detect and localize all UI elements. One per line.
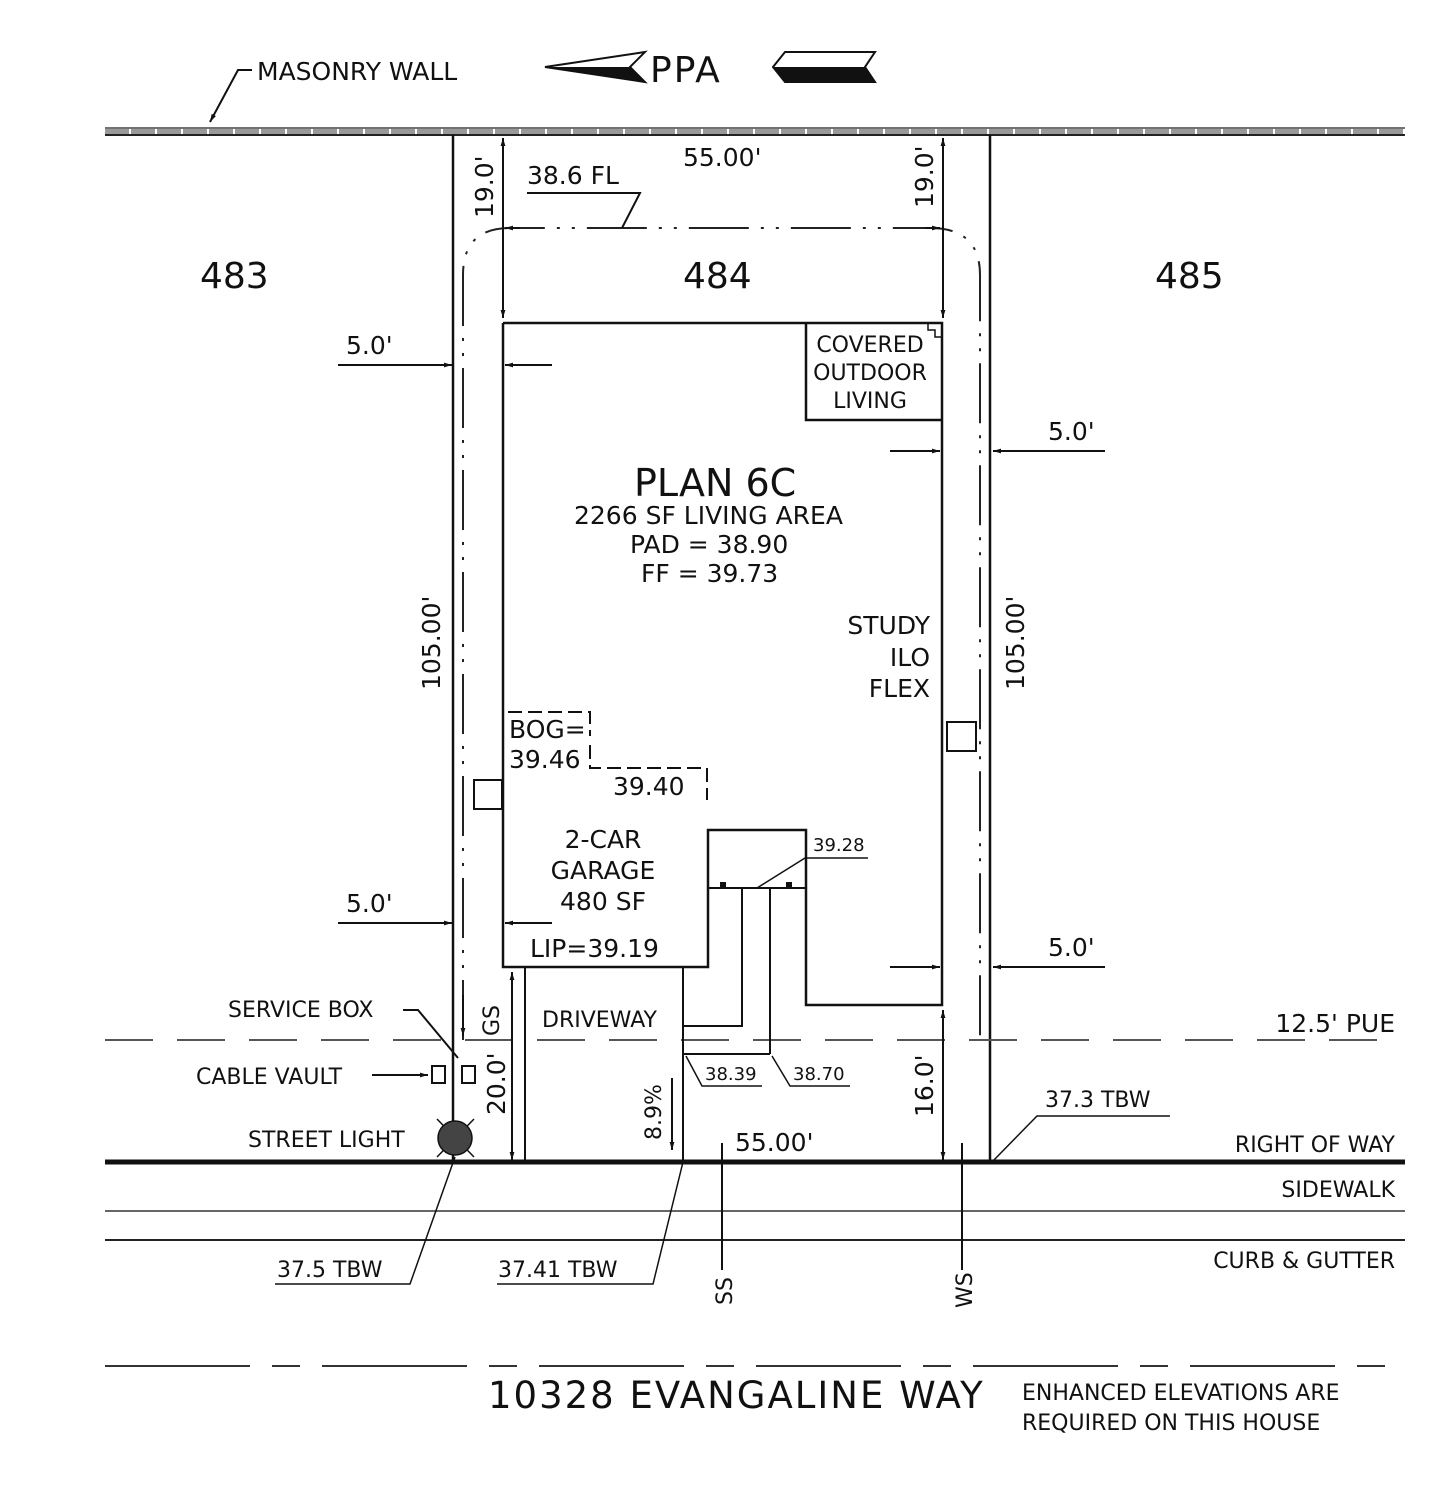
bog-label: BOG= — [509, 715, 586, 744]
lot-number-485: 485 — [1155, 256, 1224, 297]
street-address: 10328 EVANGALINE WAY — [488, 1374, 985, 1417]
lot-number-484: 484 — [683, 256, 752, 297]
study-label-1: STUDY — [847, 611, 930, 640]
depth-right-label: 105.00' — [1001, 596, 1030, 690]
study-label-2: ILO — [890, 643, 930, 672]
lip-elevation: LIP=39.19 — [530, 934, 659, 963]
rear-fl-callout: 38.6 FL — [527, 161, 642, 229]
porch-elevation-callout: 39.28 — [756, 835, 868, 889]
driveway-slope-label: 8.9% — [642, 1084, 667, 1140]
depth-left-label: 105.00' — [417, 596, 446, 690]
equipment-pad-left — [473, 779, 503, 810]
rear-setback-right-label: 19.0' — [910, 145, 939, 208]
garage-elevation-brackets — [508, 711, 708, 800]
tbw-right-callout: 37.3 TBW — [991, 1088, 1170, 1163]
rear-fl-label: 38.6 FL — [527, 161, 619, 190]
north-arrow-icon: PPA — [544, 50, 877, 91]
garage-label-3: 480 SF — [560, 887, 646, 916]
front-width-label: 55.00' — [735, 1128, 813, 1157]
lot-lines — [451, 135, 992, 1163]
sewer-service-label: SS — [713, 1277, 738, 1305]
water-service-label: WS — [953, 1272, 978, 1308]
drive-left-elevation: 38.39 — [705, 1064, 757, 1085]
masonry-wall — [105, 127, 1405, 136]
street-light-label: STREET LIGHT — [248, 1128, 405, 1153]
tbw-right-label: 37.3 TBW — [1045, 1088, 1151, 1113]
sewer-service: SS — [713, 1162, 738, 1305]
masonry-wall-label: MASONRY WALL — [257, 57, 457, 86]
masonry-wall-callout: MASONRY WALL — [209, 57, 457, 123]
drive-right-elevation-callout: 38.70 — [771, 1055, 850, 1087]
front-setback-dimension: 16.0' — [910, 1010, 946, 1160]
tbw-mid-label: 37.41 TBW — [498, 1258, 618, 1283]
gas-service: GS — [460, 995, 505, 1036]
cable-vault-label: CABLE VAULT — [196, 1065, 343, 1090]
lot-number-483: 483 — [200, 256, 269, 297]
sidewalk-label: SIDEWALK — [1281, 1178, 1395, 1203]
house-footprint — [501, 321, 944, 1007]
street-light-icon — [436, 1118, 475, 1158]
plan-name: PLAN 6C — [634, 461, 796, 505]
living-area: 2266 SF LIVING AREA — [574, 501, 843, 530]
service-box-label: SERVICE BOX — [228, 998, 373, 1023]
garage-label-1: 2-CAR — [565, 825, 642, 854]
side-setback-left-upper-label: 5.0' — [346, 331, 393, 360]
side-setback-left-upper: 5.0' — [338, 331, 552, 368]
front-setback-label: 16.0' — [910, 1054, 939, 1117]
garage-setback-label: 20.0' — [482, 1052, 511, 1115]
driveway-label: DRIVEWAY — [542, 1008, 658, 1033]
rear-setback-left: 19.0' — [470, 138, 506, 318]
rear-width-dimension: 55.00' — [505, 143, 940, 231]
building-envelope — [462, 227, 981, 1040]
driveway-slope: 8.9% — [642, 1078, 675, 1150]
covered-outdoor-label-3: LIVING — [833, 389, 907, 414]
pad-elevation: PAD = 38.90 — [630, 530, 788, 559]
tbw-mid-callout: 37.41 TBW — [497, 1161, 684, 1285]
north-arrow-label: PPA — [650, 50, 722, 91]
rear-width-label: 55.00' — [683, 143, 761, 172]
curb-gutter-label: CURB & GUTTER — [1213, 1249, 1395, 1274]
finished-floor: FF = 39.73 — [641, 559, 778, 588]
rear-setback-left-label: 19.0' — [470, 155, 499, 218]
elevation-note-line-1: ENHANCED ELEVATIONS ARE — [1022, 1381, 1340, 1406]
garage-setback-dimension: 20.0' — [482, 972, 515, 1160]
side-setback-right-lower: 5.0' — [890, 933, 1105, 970]
tbw-left-label: 37.5 TBW — [277, 1258, 383, 1283]
elevation-note-line-2: REQUIRED ON THIS HOUSE — [1022, 1411, 1320, 1436]
tbw-left-callout: 37.5 TBW — [275, 1156, 456, 1285]
garage-label-2: GARAGE — [551, 856, 656, 885]
side-setback-right-lower-label: 5.0' — [1048, 933, 1095, 962]
water-service: WS — [953, 1143, 978, 1308]
covered-outdoor-label-1: COVERED — [816, 333, 923, 358]
garage-corner-elevation: 39.40 — [613, 772, 685, 801]
pue-line: 12.5' PUE — [105, 1009, 1400, 1041]
driveway — [524, 888, 771, 1162]
drive-left-elevation-callout: 38.39 — [685, 1055, 762, 1087]
cable-vault: CABLE VAULT — [196, 1065, 446, 1090]
covered-outdoor-label-2: OUTDOOR — [813, 361, 927, 386]
study-label-3: FLEX — [869, 674, 930, 703]
side-setback-left-lower: 5.0' — [338, 889, 552, 926]
side-setback-right-upper: 5.0' — [890, 417, 1105, 454]
equipment-pad-right — [946, 721, 977, 752]
service-box: SERVICE BOX — [228, 998, 476, 1084]
right-of-way-label: RIGHT OF WAY — [1235, 1133, 1396, 1158]
rear-setback-right: 19.0' — [910, 138, 946, 318]
side-setback-left-lower-label: 5.0' — [346, 889, 393, 918]
drive-right-elevation: 38.70 — [793, 1064, 845, 1085]
gas-service-label: GS — [480, 1005, 505, 1036]
side-setback-right-upper-label: 5.0' — [1048, 417, 1095, 446]
porch-elevation: 39.28 — [813, 835, 865, 856]
pue-label: 12.5' PUE — [1275, 1009, 1395, 1038]
bog-value: 39.46 — [509, 745, 581, 774]
